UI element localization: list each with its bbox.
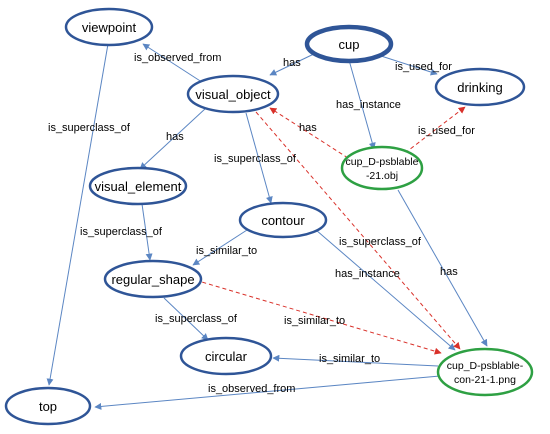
- edge-label-is-used-for: is_used_for: [395, 61, 452, 73]
- node-visual-object-label: visual_object: [195, 87, 271, 102]
- node-drinking-label: drinking: [457, 80, 503, 95]
- node-top: top: [4, 386, 92, 426]
- node-top-ellipse: [4, 386, 92, 426]
- edge-viewpoint-to-top: [46, 43, 109, 386]
- edge-label-has-instance: has_instance: [336, 99, 401, 111]
- edge-label-is-observed-from: is_observed_from: [208, 383, 295, 395]
- edge-visual-object-to-visual-element: [139, 107, 207, 170]
- edge-label-has: has: [440, 266, 458, 278]
- node-contour-label: contour: [261, 213, 305, 228]
- node-visual-element-ellipse: [88, 166, 188, 206]
- node-cup-png-ellipse: [436, 347, 534, 397]
- edge-label-has: has: [283, 57, 301, 69]
- edge-label-is-observed-from: is_observed_from: [134, 52, 221, 64]
- node-circular-ellipse: [179, 336, 273, 376]
- edge-label-is-superclass-of: is_superclass_of: [80, 226, 163, 238]
- node-visual-object: visual_object: [186, 74, 280, 114]
- edge-visual-object-to-viewpoint: [142, 43, 209, 87]
- edge-visual-object-to-contour: [245, 112, 273, 204]
- edge-label-is-superclass-of: is_superclass_of: [339, 236, 422, 248]
- node-viewpoint-ellipse: [64, 7, 154, 47]
- edge-contour-to-png: [315, 229, 456, 351]
- edge-obj-to-png: [397, 189, 488, 347]
- edge-label-is-used-for: is_used_for: [418, 125, 475, 137]
- node-cup-png-label-line2: con-21-1.png: [454, 374, 516, 386]
- edge-label-has: has: [299, 122, 317, 134]
- node-regular-shape-label: regular_shape: [111, 272, 194, 287]
- node-cup-label: cup: [339, 37, 360, 52]
- node-regular-shape-ellipse: [103, 259, 203, 299]
- instance-edges: [194, 106, 466, 355]
- node-cup-ellipse: [304, 24, 394, 64]
- edge-label-is-similar-to: is_similar_to: [319, 353, 380, 365]
- node-visual-object-ellipse: [186, 74, 280, 114]
- node-visual-element-label: visual_element: [95, 179, 182, 194]
- node-cup-obj-label-line2: -21.obj: [366, 170, 398, 182]
- node-viewpoint: viewpoint: [64, 7, 154, 47]
- node-visual-element: visual_element: [88, 166, 188, 206]
- node-circular: circular: [179, 336, 273, 376]
- edge-label-is-superclass-of: is_superclass_of: [155, 313, 238, 325]
- node-regular-shape: regular_shape: [103, 259, 203, 299]
- node-cup-obj-label-line1: cup_D-psblable: [346, 156, 419, 168]
- node-contour-ellipse: [238, 201, 328, 239]
- edge-cup-to-visual-object: [269, 51, 319, 76]
- edge-label-has-instance: has_instance: [335, 268, 400, 280]
- edge-png-to-regular-shape: [194, 278, 442, 355]
- node-cup-png-instance: cup_D-psblable- con-21-1.png: [436, 347, 534, 397]
- node-top-label: top: [39, 399, 57, 414]
- node-drinking: drinking: [434, 67, 526, 107]
- edge-cup-to-drinking: [380, 55, 438, 76]
- edge-label-is-superclass-of: is_superclass_of: [214, 153, 297, 165]
- node-circular-label: circular: [205, 349, 248, 364]
- node-viewpoint-label: viewpoint: [82, 20, 137, 35]
- edge-label-is-similar-to: is_similar_to: [284, 315, 345, 327]
- edge-contour-to-regular-shape: [192, 229, 248, 266]
- edge-cup-to-obj: [348, 59, 376, 150]
- edge-png-to-top: [94, 375, 441, 410]
- edge-label-is-similar-to: is_similar_to: [196, 245, 257, 257]
- edge-label-has: has: [166, 131, 184, 143]
- edge-labels: is_observed_from has is_used_for is_supe…: [48, 52, 475, 395]
- node-drinking-ellipse: [434, 67, 526, 107]
- edge-label-is-superclass-of: is_superclass_of: [48, 122, 131, 134]
- edge-obj-to-drinking: [404, 106, 466, 154]
- edge-png-to-circular: [272, 354, 439, 367]
- node-contour: contour: [238, 201, 328, 239]
- edge-visual-element-to-regular-shape: [141, 203, 153, 261]
- node-cup: cup: [304, 24, 394, 64]
- node-cup-png-label-line1: cup_D-psblable-: [447, 360, 524, 372]
- edge-obj-to-visual-object: [269, 107, 349, 159]
- node-cup-obj-instance: cup_D-psblable -21.obj: [340, 145, 424, 191]
- node-cup-obj-ellipse: [340, 145, 424, 191]
